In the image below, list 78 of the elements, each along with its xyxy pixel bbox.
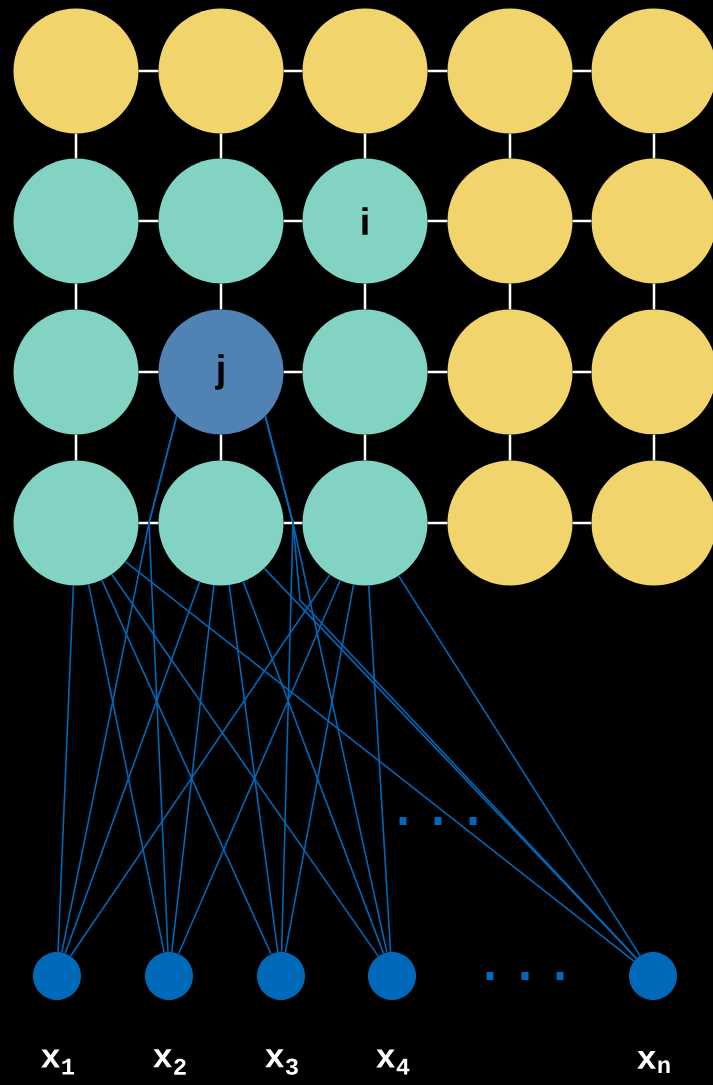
- grid-link: [508, 434, 512, 461]
- connection-line: [397, 575, 641, 957]
- input-node: [257, 952, 305, 1000]
- grid-link: [572, 219, 592, 223]
- map-node: [13, 8, 139, 134]
- connection-line: [264, 415, 638, 960]
- connection-line: [69, 574, 331, 957]
- connection-line: [242, 580, 385, 955]
- input-node: [145, 952, 193, 1000]
- map-node: [13, 460, 139, 586]
- grid-link: [363, 133, 367, 159]
- connection-line: [101, 579, 272, 955]
- grid-link: [74, 133, 78, 159]
- input-node: [368, 952, 416, 1000]
- map-node: [302, 309, 428, 435]
- input-label: x$_{2}$: [153, 1049, 186, 1075]
- map-node: [447, 460, 573, 586]
- grid-link: [219, 133, 223, 159]
- grid-link: [363, 283, 367, 310]
- grid-link: [283, 521, 303, 525]
- connection-line: [124, 560, 635, 962]
- grid-link: [427, 219, 448, 223]
- grid-link: [427, 521, 448, 525]
- input-label: x$_{3}$: [265, 1049, 298, 1075]
- grid-link: [219, 434, 223, 461]
- map-node: [591, 460, 713, 586]
- map-node: i: [302, 158, 428, 284]
- connection-line: [87, 583, 165, 954]
- map-node: [13, 158, 139, 284]
- connection-line: [64, 581, 201, 955]
- map-node: [591, 8, 713, 134]
- map-node: [591, 158, 713, 284]
- grid-link: [138, 521, 159, 525]
- grid-link: [74, 434, 78, 461]
- grid-link: [283, 219, 303, 223]
- grid-link: [138, 69, 159, 73]
- grid-link: [572, 370, 592, 374]
- grid-link: [572, 521, 592, 525]
- input-label: x$_{4}$: [376, 1049, 410, 1075]
- grid-link: [652, 434, 656, 461]
- grid-link: [138, 219, 159, 223]
- map-node: [302, 8, 428, 134]
- map-node: j: [158, 309, 284, 435]
- grid-link: [508, 133, 512, 159]
- grid-link: [427, 370, 448, 374]
- input-label: x$_{1}$: [41, 1049, 75, 1075]
- input-node: [629, 952, 677, 1000]
- grid-link: [283, 69, 303, 73]
- input-label: x$_{n}$: [637, 1050, 670, 1074]
- grid-link: [427, 69, 448, 73]
- grid-link: [572, 69, 592, 73]
- map-node: [158, 8, 284, 134]
- map-node: [447, 158, 573, 284]
- grid-link: [508, 283, 512, 310]
- connection-line: [228, 584, 279, 953]
- map-node: [447, 309, 573, 435]
- connection-line: [367, 584, 392, 953]
- grid-link: [138, 370, 159, 374]
- grid-link: [652, 133, 656, 159]
- grid-link: [652, 283, 656, 310]
- map-node: [447, 8, 573, 134]
- connection-line: [148, 415, 178, 953]
- map-node: [13, 309, 139, 435]
- connection-line: [284, 583, 355, 953]
- map-node: [591, 309, 713, 435]
- grid-link: [363, 434, 367, 461]
- grid-link: [283, 370, 303, 374]
- grid-link: [74, 283, 78, 310]
- connection-line: [170, 584, 215, 953]
- connection-line: [177, 579, 341, 955]
- map-node: [158, 460, 284, 586]
- map-node: [302, 460, 428, 586]
- connection-line: [111, 573, 379, 957]
- connection-line: [263, 567, 638, 960]
- input-node: [33, 952, 81, 1000]
- connection-line: [57, 584, 75, 953]
- grid-link: [219, 283, 223, 310]
- map-node: [158, 158, 284, 284]
